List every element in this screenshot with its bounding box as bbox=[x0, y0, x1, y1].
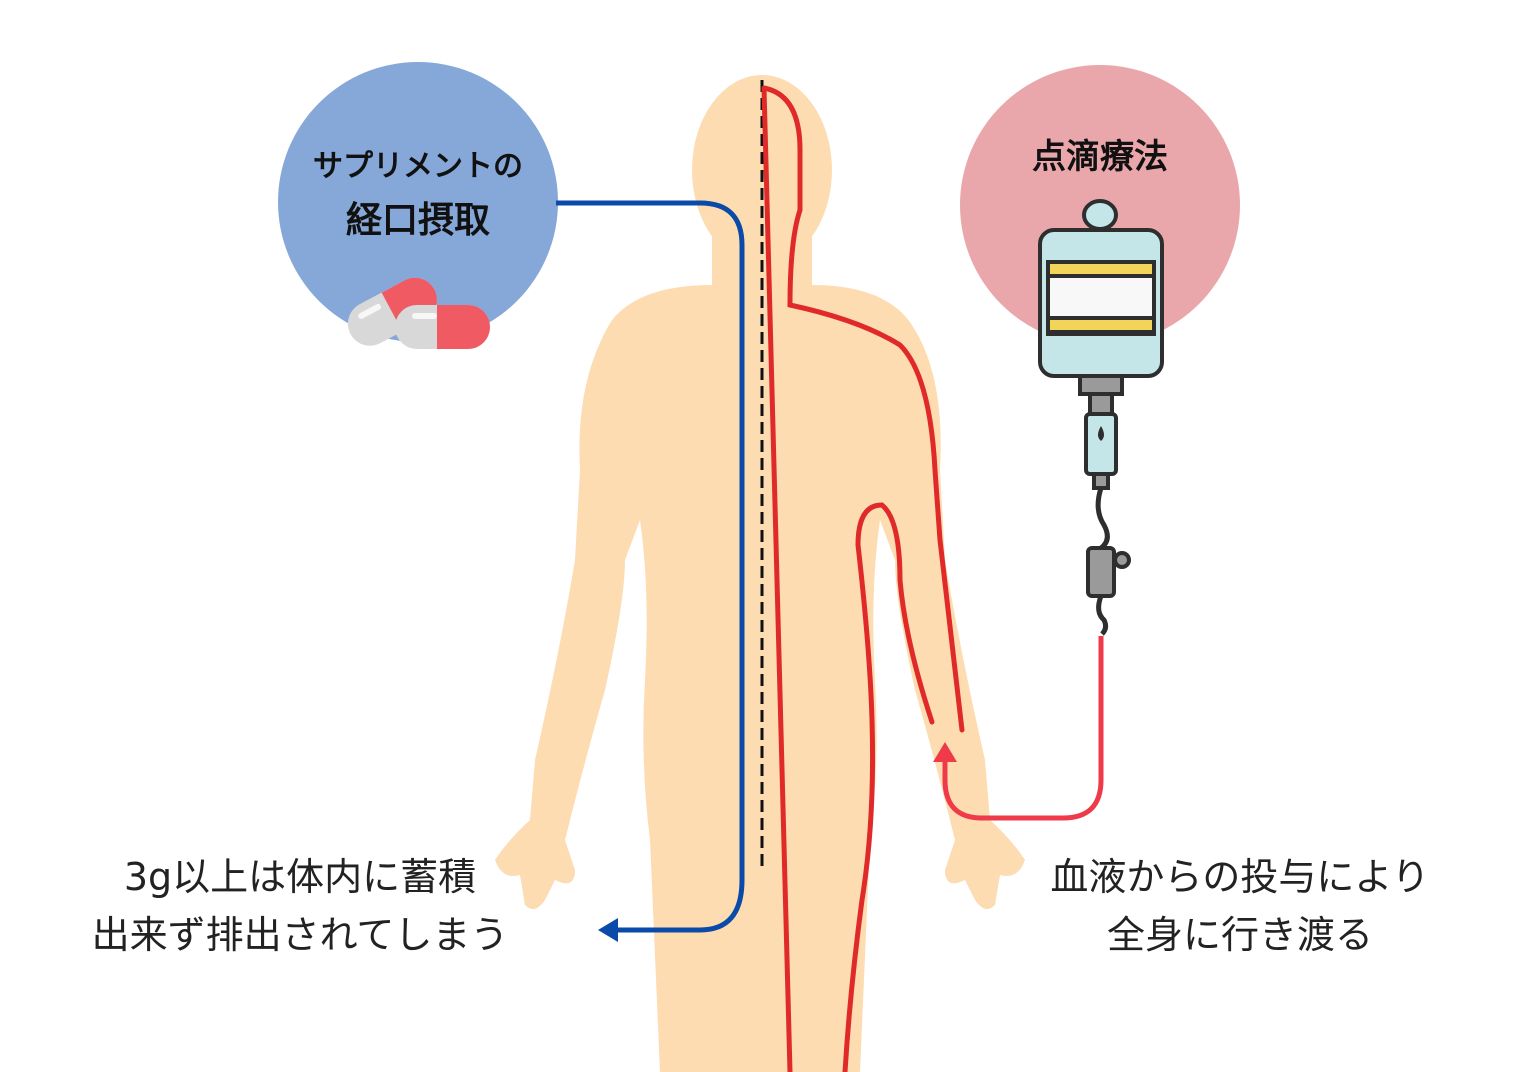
blood-circulation-path bbox=[761, 85, 965, 1072]
oral-route-arrowhead bbox=[598, 918, 618, 942]
capsule-pills-icon bbox=[347, 277, 490, 349]
oral-note-line2: 出来ず排出されてしまう bbox=[91, 913, 509, 957]
oral-note: 3g以上は体内に蓄積 出来ず排出されてしまう bbox=[60, 848, 540, 964]
oral-title-line1: サプリメントの bbox=[313, 149, 523, 184]
oral-intake-circle bbox=[278, 62, 558, 342]
iv-drip-bag-icon bbox=[1038, 199, 1164, 636]
iv-drop-icon bbox=[1098, 426, 1104, 441]
oral-note-line1: 3g以上は体内に蓄積 bbox=[123, 855, 477, 899]
iv-note-line2: 全身に行き渡る bbox=[1106, 913, 1373, 957]
iv-note: 血液からの投与により 全身に行き渡る bbox=[1010, 848, 1470, 964]
iv-title: 点滴療法 bbox=[1032, 137, 1168, 177]
oral-title-line2: 経口摂取 bbox=[345, 200, 490, 241]
iv-route-arrowhead bbox=[933, 742, 957, 762]
oral-route-path bbox=[556, 200, 745, 933]
oral-title: サプリメントの 経口摂取 bbox=[298, 140, 538, 248]
iv-route-path bbox=[942, 636, 1104, 821]
iv-note-line1: 血液からの投与により bbox=[1050, 855, 1430, 899]
